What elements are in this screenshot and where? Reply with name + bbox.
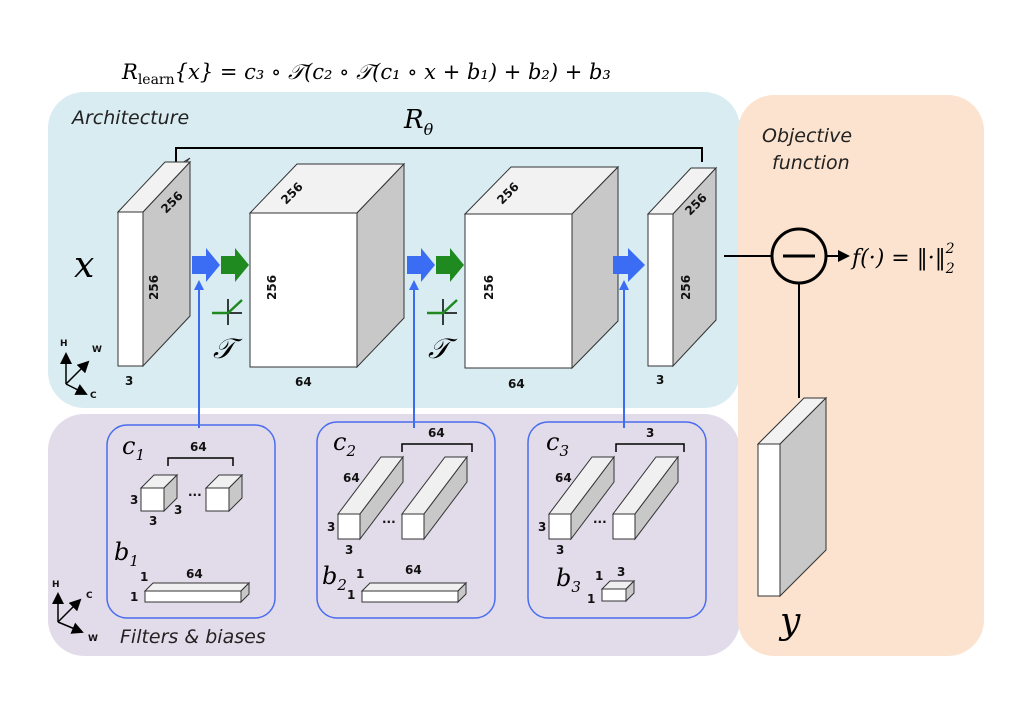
filter-3-w: 3 [556,543,564,557]
filter-group-3-box [527,421,707,619]
bias-1-len: 64 [186,567,203,581]
r-theta-bracket [175,147,703,162]
bias-2-w: 1 [356,567,364,581]
tensor4-height: 256 [679,275,693,300]
conv-arrow-3 [613,248,645,282]
filter-1-h: 3 [130,493,138,507]
filter-c2-label: c2 [333,428,356,460]
tensor3-height: 256 [482,275,496,300]
bias-2-h: 1 [347,588,355,602]
relu-icon-2 [427,299,458,325]
input-x-label: x [74,245,94,286]
bias-bar-2 [360,581,468,604]
filter-3-h: 3 [538,520,546,534]
filter-cube-1a [139,473,179,513]
filter-block-3a [547,455,616,541]
tensor-hidden-1 [248,162,406,369]
filters-axis-c: C [86,591,93,601]
bias-b2-label: b2 [322,562,347,594]
filters-title: Filters & biases [120,626,266,648]
bias-1-h: 1 [130,590,138,604]
tensor2-width: 64 [295,375,312,389]
filter-1-c: 3 [174,503,182,517]
filter-c3-label: c3 [546,428,569,460]
filter-count-bracket-1 [167,457,234,466]
target-y-label: y [778,601,801,642]
bias-3-w: 1 [595,569,603,583]
arch-axis-c: C [90,391,97,401]
arch-axis-w: W [92,345,102,355]
arch-axis-h: H [60,339,68,349]
bias-1-w: 1 [140,570,148,584]
filter-count-3: 3 [646,426,654,440]
relu-icon-1 [212,299,243,325]
filter-c1-label: c1 [122,432,145,464]
objective-title-line1: Objective [762,125,852,147]
filter-2-h: 3 [327,520,335,534]
architecture-axes-icon [60,352,90,395]
bias-3-h: 1 [587,592,595,606]
filter-block-2b [400,455,469,541]
filter-dots-1: ... [188,485,202,499]
activation-arrow-1 [221,248,249,282]
tensor1-height: 256 [147,275,161,300]
loss-formula: f(·) = ‖·‖22 [850,241,955,277]
filter-group-2-box [316,421,496,619]
tensor2-height: 256 [265,275,279,300]
bias-3-len: 3 [617,565,625,579]
bias-b3-label: b3 [556,564,581,596]
filter-count-bracket-2 [401,443,473,452]
tensor-hidden-2 [463,165,620,370]
tensor-input [116,157,192,368]
tensor4-width: 3 [656,373,664,387]
filter-group-1-box [106,424,276,619]
architecture-title: Architecture [70,107,189,129]
equation: Rlearn{x} = c₃ ∘ 𝒯(c₂ ∘ 𝒯(c₁ ∘ x + b₁) +… [121,60,611,88]
filter-block-3b [611,455,680,541]
tensor-output [646,166,718,368]
filter-block-2a [336,455,405,541]
filter-2-c: 64 [343,471,360,485]
tensor-target [756,396,828,598]
filter-count-bracket-3 [615,443,685,452]
bias-cube-3 [600,579,636,603]
bias-2-len: 64 [405,563,422,577]
filters-axes-icon [52,592,84,634]
r-theta-label: Rθ [403,105,434,139]
bias-bar-1 [143,581,251,604]
conv-arrow-1 [192,248,220,282]
filter-2-w: 3 [345,543,353,557]
filter-cube-1b [204,473,244,513]
filter-3-c: 64 [555,471,572,485]
tensor3-width: 64 [508,377,525,391]
filters-axis-h: H [52,580,60,590]
objective-title-line2: function [772,152,850,174]
filter-dots-3: ... [593,512,607,526]
filter-count-2: 64 [428,426,445,440]
conv-arrow-2 [407,248,435,282]
filter-dots-2: ... [382,512,396,526]
bias-b1-label: b1 [114,538,139,570]
activation-arrow-2 [436,248,464,282]
filter-count-1: 64 [190,440,207,454]
tensor1-width: 3 [125,374,133,388]
filters-axis-w: W [88,634,98,644]
filter-1-w: 3 [149,514,157,528]
